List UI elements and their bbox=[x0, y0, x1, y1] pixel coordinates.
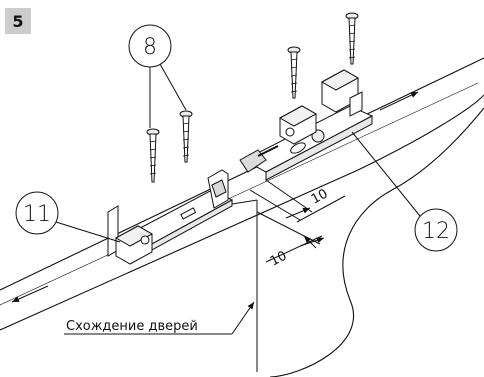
callout-11-label: 11 bbox=[23, 202, 51, 227]
direction-arrows bbox=[11, 91, 419, 303]
junction-top-tick bbox=[231, 199, 258, 205]
dim-top-extension-b bbox=[265, 179, 313, 213]
rail-edge-bottom-left bbox=[0, 169, 359, 331]
step-badge: 5 bbox=[5, 8, 31, 34]
callout-11-circle bbox=[15, 191, 59, 235]
rail-edge-bottom-right bbox=[357, 94, 484, 171]
step-number: 5 bbox=[12, 12, 23, 31]
right-end-wall bbox=[349, 91, 363, 117]
label-leader bbox=[231, 301, 255, 335]
callout-screws: 8 bbox=[128, 24, 187, 128]
screw-2 bbox=[179, 110, 193, 163]
callout-8-leader-b bbox=[159, 63, 187, 111]
right-clip-a-top bbox=[278, 105, 318, 127]
arrow-right bbox=[379, 91, 419, 111]
screw-1 bbox=[146, 128, 160, 183]
dimension-top-value: 10 bbox=[309, 187, 331, 208]
dimension-bottom-value: 10 bbox=[268, 249, 290, 270]
dimension-bottom bbox=[256, 211, 325, 263]
rail-edge-top bbox=[0, 57, 484, 291]
right-plate-hole bbox=[290, 142, 306, 154]
callout-left-bracket: 11 bbox=[15, 191, 121, 243]
right-clip-b-top bbox=[320, 69, 360, 91]
rail-inner-line bbox=[0, 82, 479, 306]
left-plate-slot bbox=[180, 207, 197, 220]
callout-12-leader bbox=[351, 131, 421, 217]
rail-outline bbox=[0, 57, 484, 377]
step-badge-background bbox=[5, 8, 31, 34]
arrow-left bbox=[11, 285, 49, 303]
door-junction-lines bbox=[231, 199, 258, 372]
left-clip-bolt-icon bbox=[140, 235, 150, 245]
callout-12-circle bbox=[414, 208, 458, 252]
dim-top-extension-a bbox=[249, 189, 301, 221]
right-bracket-assembly bbox=[239, 69, 374, 181]
right-clip-a-bolt-icon bbox=[285, 127, 295, 137]
door-junction-label: Схождение дверей bbox=[64, 301, 255, 335]
screw-3 bbox=[287, 46, 301, 99]
door-panel-curve bbox=[269, 107, 484, 377]
dim-top-arrow bbox=[285, 207, 311, 219]
door-junction-text: Схождение дверей bbox=[66, 319, 198, 334]
callout-11-leader bbox=[55, 221, 121, 243]
dim-bottom-line bbox=[265, 235, 323, 263]
callout-8-label: 8 bbox=[143, 35, 157, 60]
screws bbox=[146, 12, 359, 183]
dim-bottom-arrow-a bbox=[299, 237, 325, 247]
callout-12-label: 12 bbox=[422, 219, 450, 244]
left-adjuster-knob bbox=[211, 179, 227, 198]
dimension-top bbox=[249, 179, 346, 223]
left-bracket-assembly bbox=[107, 169, 234, 265]
right-plate-side bbox=[265, 115, 373, 181]
screw-4 bbox=[345, 12, 359, 65]
callout-right-bracket: 12 bbox=[351, 131, 458, 252]
right-adjuster-spring bbox=[257, 145, 279, 157]
dim-top-line bbox=[296, 195, 346, 223]
left-clip-top bbox=[114, 225, 154, 247]
dim-bottom-arrow-b bbox=[303, 235, 317, 249]
